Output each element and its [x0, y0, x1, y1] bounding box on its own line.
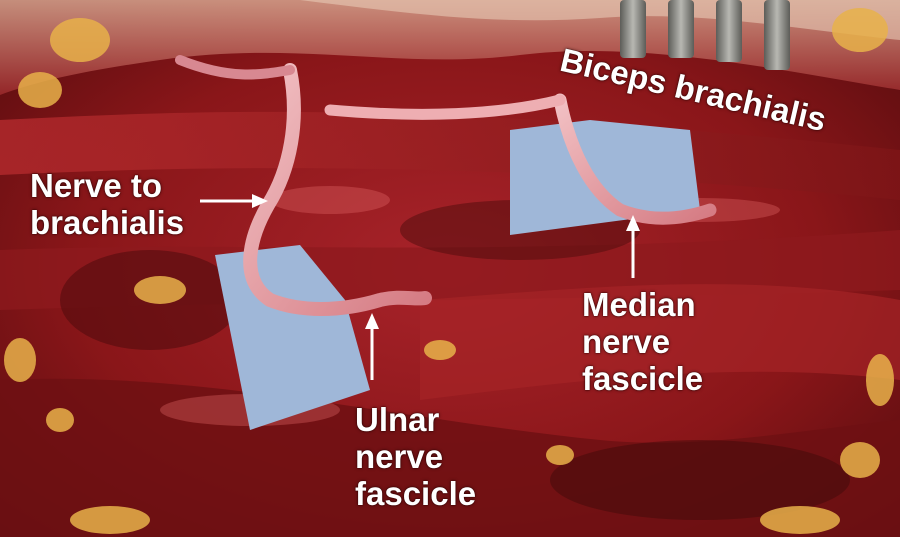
background-paper [510, 120, 700, 235]
fat-globules [4, 8, 894, 534]
label-line: nerve [582, 322, 671, 360]
retractor [620, 0, 790, 70]
label-ulnar-nerve-fascicle: Ulnar nerve fascicle [355, 401, 477, 513]
label-line: nerve [355, 437, 444, 475]
label-line: Median [582, 286, 696, 323]
label-line: Ulnar [355, 401, 440, 438]
nerves [175, 55, 717, 316]
label-line: brachialis [30, 203, 185, 241]
label-nerve-to-brachialis: Nerve to brachialis [30, 167, 185, 242]
label-median-nerve-fascicle: Median nerve fascicle [582, 286, 704, 398]
label-line: fascicle [582, 359, 704, 397]
label-line: fascicle [355, 474, 477, 512]
annotation-arrows [200, 194, 640, 380]
muscle-band [420, 284, 900, 400]
skin-edge [300, 0, 900, 40]
shadow [550, 440, 850, 520]
label-line: Nerve to [30, 167, 163, 204]
